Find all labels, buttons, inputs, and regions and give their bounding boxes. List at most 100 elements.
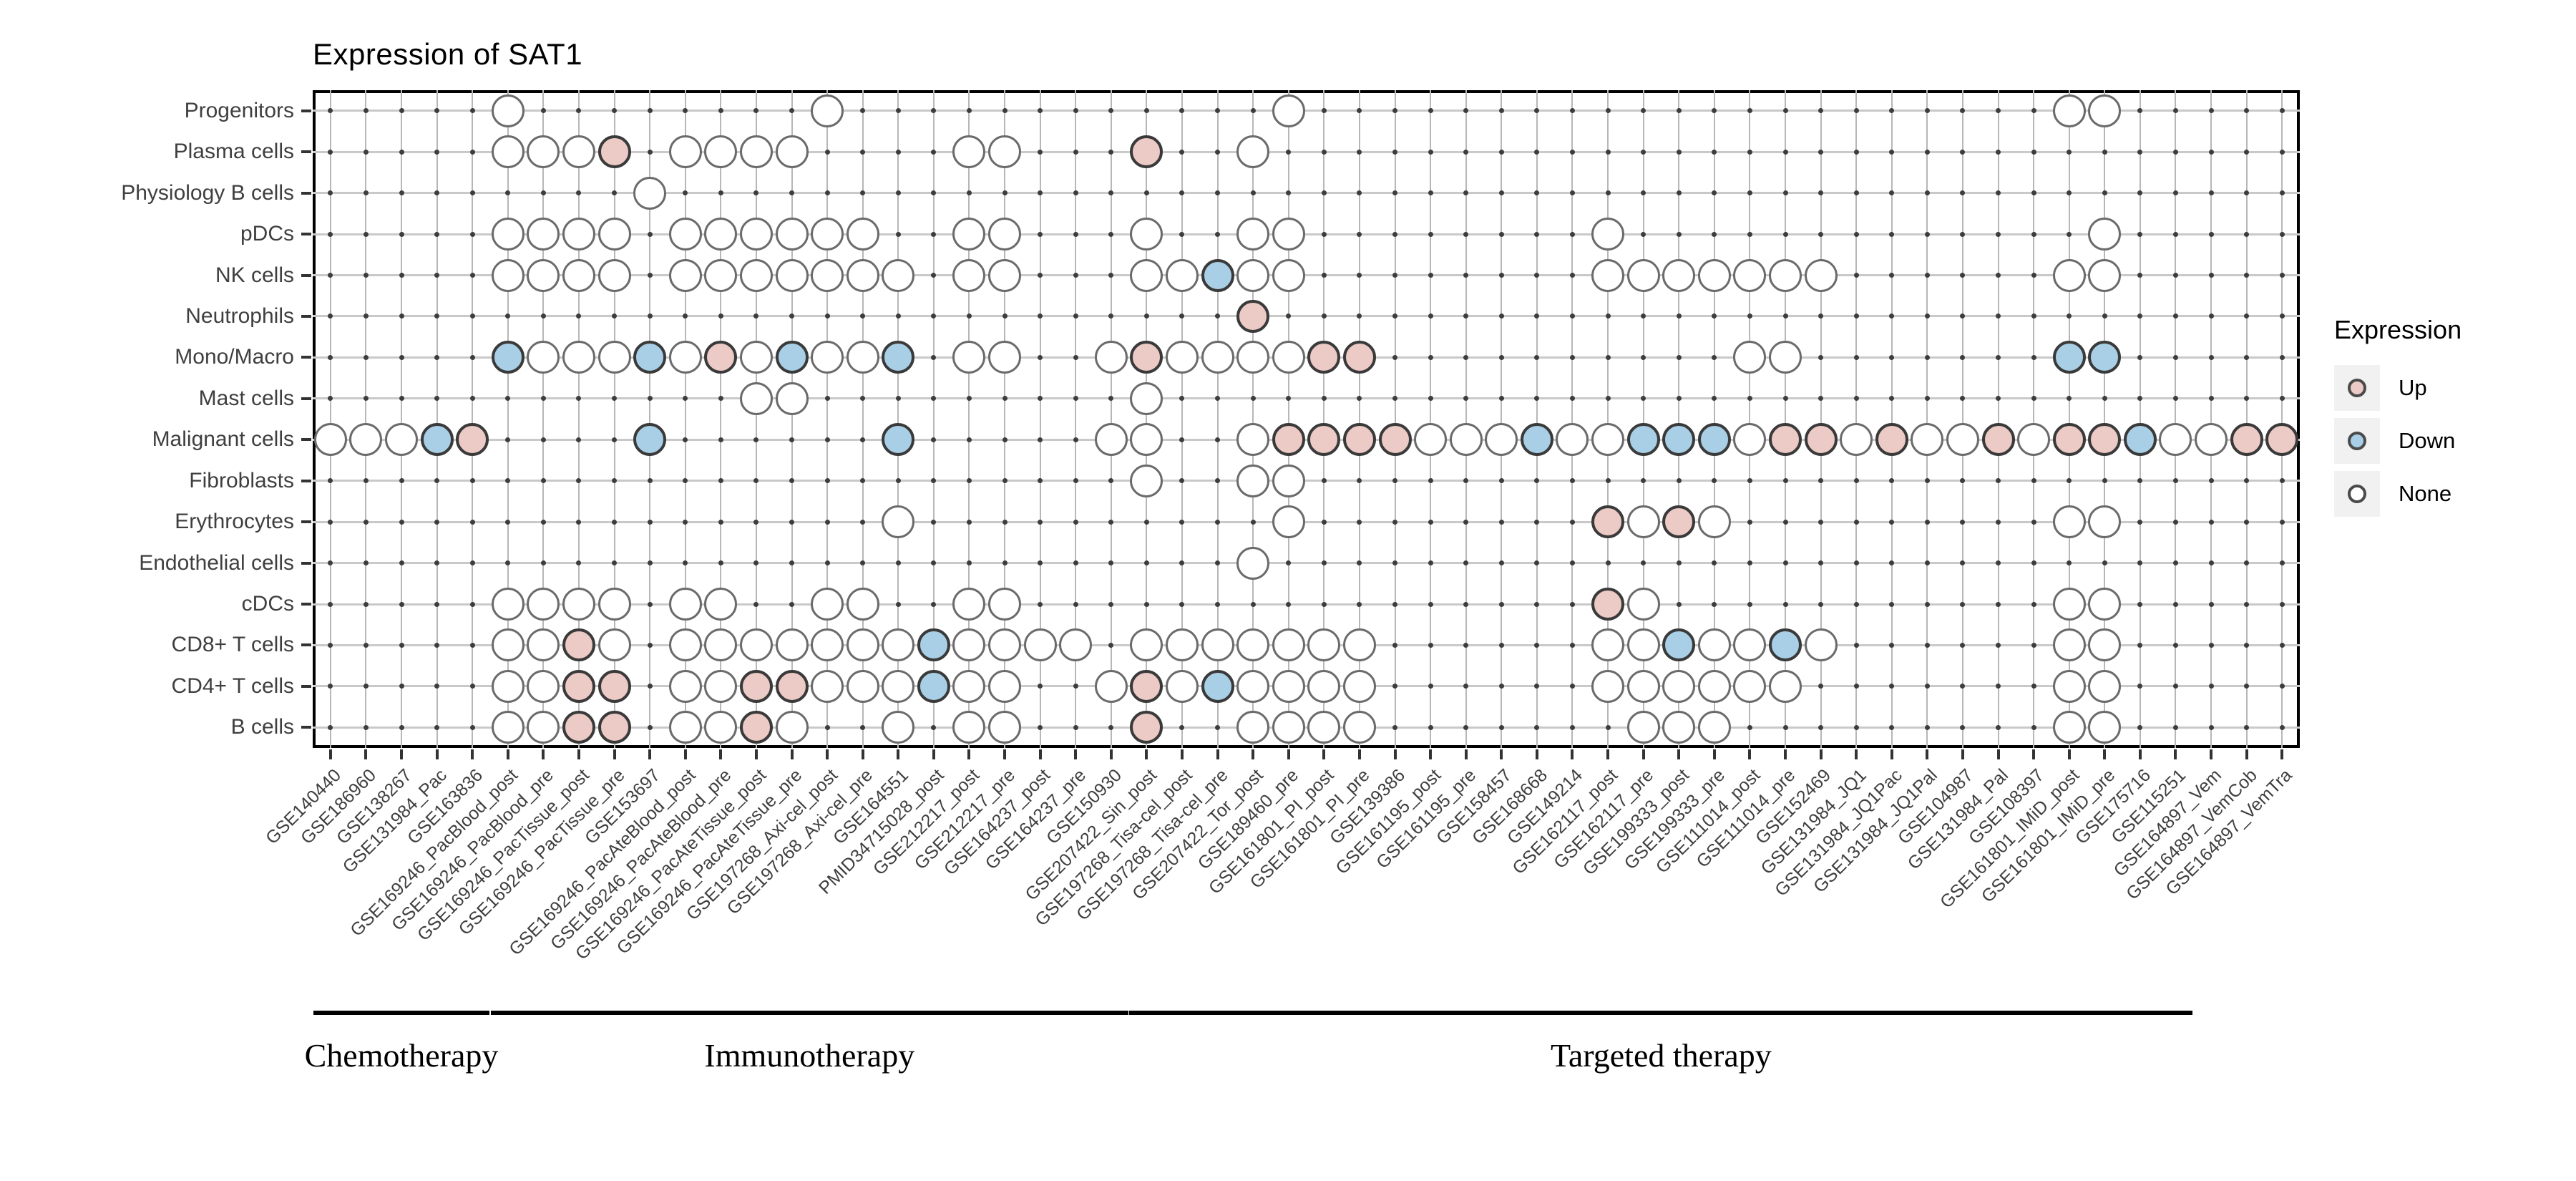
down-dot-icon [2348, 432, 2366, 450]
grid-intersection-dot [1924, 642, 1930, 648]
expression-dot [491, 341, 525, 374]
expression-dot [2088, 669, 2122, 703]
grid-intersection-dot [1321, 149, 1327, 155]
grid-intersection-dot [1712, 231, 1717, 237]
grid-intersection-dot [1179, 724, 1185, 730]
grid-intersection-dot [1960, 684, 1966, 689]
x-axis-tick [471, 749, 474, 759]
grid-intersection-dot [2137, 724, 2143, 730]
expression-dot [456, 423, 489, 457]
grid-intersection-dot [2031, 190, 2036, 196]
expression-dot [1272, 341, 1305, 374]
grid-intersection-dot [1321, 273, 1327, 278]
expression-dot [952, 669, 986, 703]
grid-intersection-dot [2279, 273, 2285, 278]
grid-intersection-dot [2279, 684, 2285, 689]
grid-intersection-dot [469, 478, 475, 484]
expression-dot [1804, 423, 1838, 457]
grid-intersection-dot [399, 231, 404, 237]
grid-intersection-dot [1960, 273, 1966, 278]
grid-intersection-dot [2279, 724, 2285, 730]
y-axis-tick [301, 356, 311, 359]
grid-intersection-dot [1108, 560, 1114, 565]
grid-intersection-dot [1321, 601, 1327, 607]
grid-intersection-dot [2137, 396, 2143, 402]
expression-dot [2159, 423, 2192, 457]
grid-intersection-dot [1108, 314, 1114, 319]
grid-intersection-dot [1569, 724, 1575, 730]
grid-intersection-dot [2244, 108, 2250, 114]
expression-dot [704, 341, 738, 374]
grid-intersection-dot [1818, 478, 1823, 484]
grid-intersection-dot [2031, 273, 2036, 278]
expression-dot [1591, 669, 1624, 703]
grid-intersection-dot [328, 273, 333, 278]
x-axis-tick [542, 749, 545, 759]
grid-intersection-dot [1463, 396, 1469, 402]
x-axis-tick [1748, 749, 1752, 759]
grid-intersection-dot [966, 560, 972, 565]
grid-intersection-dot [2137, 478, 2143, 484]
expression-dot [1130, 381, 1163, 415]
x-axis-tick [1464, 749, 1468, 759]
grid-intersection-dot [1924, 560, 1930, 565]
grid-intersection-dot [2172, 190, 2178, 196]
row-label: Mono/Macro [175, 345, 294, 369]
grid-intersection-dot [2208, 149, 2214, 155]
expression-dot [704, 711, 738, 744]
expression-dot [846, 628, 879, 662]
grid-intersection-dot [1179, 108, 1185, 114]
grid-intersection-dot [1996, 314, 2001, 319]
grid-intersection-dot [1250, 519, 1256, 525]
grid-vline [1358, 90, 1360, 748]
grid-intersection-dot [1924, 724, 1930, 730]
grid-intersection-dot [718, 314, 723, 319]
grid-intersection-dot [1392, 231, 1397, 237]
grid-intersection-dot [647, 642, 653, 648]
grid-intersection-dot [1605, 190, 1611, 196]
grid-intersection-dot [966, 519, 972, 525]
expression-dot [1697, 505, 1731, 539]
grid-intersection-dot [647, 724, 653, 730]
grid-intersection-dot [966, 437, 972, 442]
grid-intersection-dot [1357, 149, 1362, 155]
expression-dot [988, 341, 1021, 374]
grid-vline [2104, 90, 2106, 748]
grid-hline [313, 397, 2300, 400]
grid-vline [2245, 90, 2248, 748]
grid-intersection-dot [1889, 724, 1895, 730]
grid-intersection-dot [1924, 396, 1930, 402]
grid-intersection-dot [363, 684, 369, 689]
grid-intersection-dot [966, 314, 972, 319]
grid-intersection-dot [434, 601, 440, 607]
grid-intersection-dot [1960, 519, 1966, 525]
expression-dot [1130, 135, 1163, 169]
legend-key-none [2334, 471, 2380, 517]
grid-intersection-dot [1569, 396, 1575, 402]
grid-intersection-dot [1073, 396, 1078, 402]
expression-dot [988, 669, 1021, 703]
expression-dot [1201, 669, 1234, 703]
grid-intersection-dot [1498, 601, 1504, 607]
expression-dot [1236, 546, 1270, 580]
grid-hline [313, 192, 2300, 195]
grid-intersection-dot [647, 560, 653, 565]
grid-vline [1216, 90, 1219, 748]
expression-dot [668, 258, 702, 292]
grid-vline [2139, 90, 2141, 748]
grid-intersection-dot [1996, 108, 2001, 114]
grid-intersection-dot [683, 519, 688, 525]
grid-intersection-dot [469, 519, 475, 525]
grid-vline [1785, 90, 1786, 748]
grid-intersection-dot [1108, 478, 1114, 484]
grid-intersection-dot [2031, 108, 2036, 114]
grid-intersection-dot [363, 724, 369, 730]
grid-hline [313, 438, 2300, 441]
grid-intersection-dot [895, 601, 901, 607]
row-label: Malignant cells [152, 427, 294, 452]
grid-intersection-dot [1996, 273, 2001, 278]
grid-intersection-dot [1428, 642, 1433, 648]
grid-intersection-dot [1924, 149, 1930, 155]
grid-intersection-dot [789, 108, 794, 114]
grid-intersection-dot [1143, 519, 1149, 525]
